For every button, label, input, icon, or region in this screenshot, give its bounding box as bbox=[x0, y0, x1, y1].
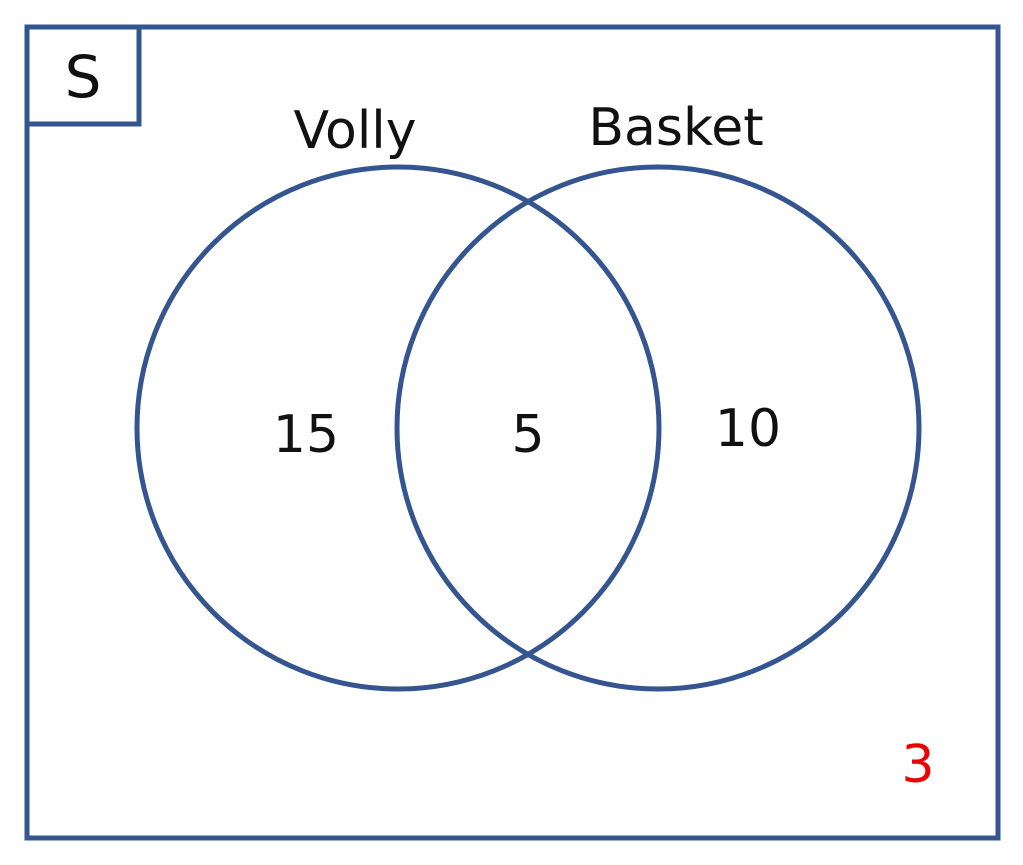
set-label-volly: Volly bbox=[293, 101, 416, 161]
intersection-count: 5 bbox=[511, 405, 544, 465]
set-circle-basket bbox=[394, 164, 922, 692]
set-circle-volly bbox=[134, 164, 662, 692]
universe-label: S bbox=[65, 43, 102, 111]
universe-label-box bbox=[24, 24, 142, 127]
set-label-basket: Basket bbox=[588, 98, 763, 158]
volly-only-count: 15 bbox=[273, 405, 339, 465]
universe-box bbox=[24, 24, 1001, 841]
basket-only-count: 10 bbox=[715, 399, 781, 459]
outside-count: 3 bbox=[901, 735, 934, 795]
